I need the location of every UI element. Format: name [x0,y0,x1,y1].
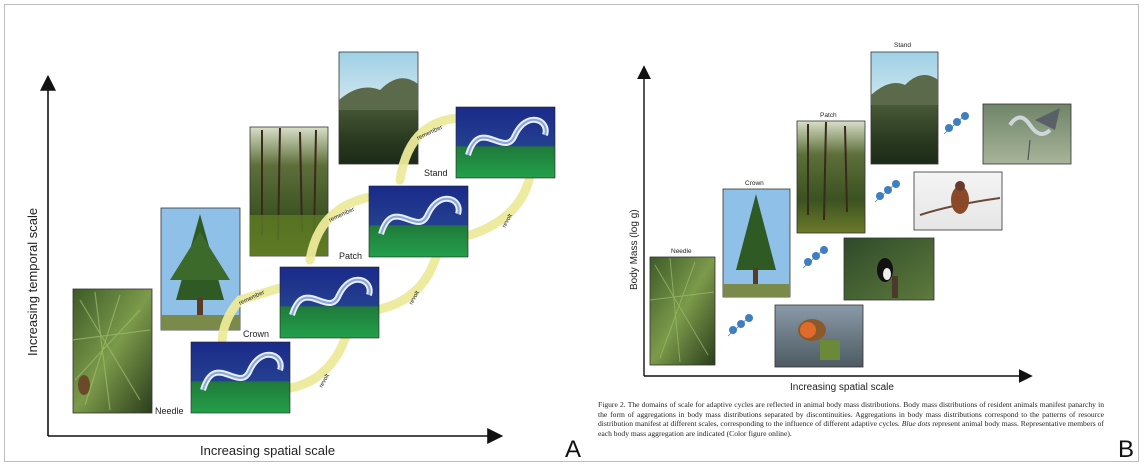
cycle-box-stand [455,106,556,179]
cycle-box-patch [368,185,469,258]
photo-needle [71,288,153,414]
photo-b-magpie [843,237,935,301]
panel-a-y-axis-label: Increasing temporal scale [25,208,40,356]
photo-b-robin [774,304,864,368]
panel-b: Body Mass (log g) Increasing spatial sca… [629,42,1072,393]
photo-b-heron [982,103,1072,165]
blue-dots-patch [874,180,900,203]
panel-b-y-axis-label: Body Mass (log g) [629,209,640,290]
caption-lead: Figure 2. [598,400,626,409]
photo-b-patch [796,120,866,234]
photo-b-crown [722,188,791,298]
photo-b-hawk [913,171,1003,231]
caption-text-2: represent animal body mass. Representati… [598,419,1104,438]
blue-dots-stand [943,112,969,135]
panel-a-label-needle: Needle [155,406,184,416]
panel-a-x-axis-label: Increasing spatial scale [200,443,335,458]
panel-b-label-needle: Needle [671,248,692,255]
photo-b-needle [649,256,716,366]
blue-dots-crown [802,246,828,269]
caption-italic: Blue dots [901,419,931,429]
panel-b-x-axis-label: Increasing spatial scale [790,382,894,393]
blue-dots-needle [727,314,753,337]
photo-b-stand [870,51,939,165]
cycle-box-crown [279,266,380,339]
panel-b-label-crown: Crown [745,180,764,187]
cycle-box-needle [190,341,291,414]
panel-a-label-patch: Patch [339,251,362,261]
panel-a: Increasing temporal scale Increasing spa… [25,51,556,458]
panel-b-letter: B [1118,436,1135,463]
panel-b-label-patch: Patch [820,112,837,119]
figure-frame [4,4,1139,462]
panel-b-label-stand: Stand [894,42,911,49]
photo-stand [338,51,419,165]
photo-crown [160,207,241,331]
panel-a-letter: A [565,436,582,463]
figure-caption: Figure 2. The domains of scale for adapt… [598,400,1104,438]
panel-a-label-stand: Stand [424,168,448,178]
caption-text-1: The domains of scale for adaptive cycles… [598,400,1104,429]
panel-a-label-crown: Crown [243,329,269,339]
